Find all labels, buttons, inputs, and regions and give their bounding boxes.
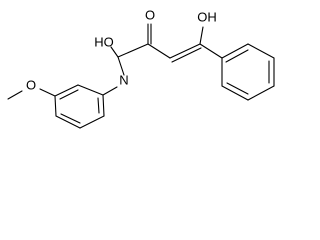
methoxy-oxygen-label: O (26, 77, 36, 92)
hydroxy-amide-label: HO (94, 34, 114, 49)
keto-oxygen-label: O (145, 7, 155, 22)
structure-diagram: HO O OH N O (7, 7, 275, 129)
enol-hydroxy-label: OH (197, 9, 217, 24)
bonds (7, 23, 275, 129)
amide-nitrogen-label: N (119, 72, 128, 87)
